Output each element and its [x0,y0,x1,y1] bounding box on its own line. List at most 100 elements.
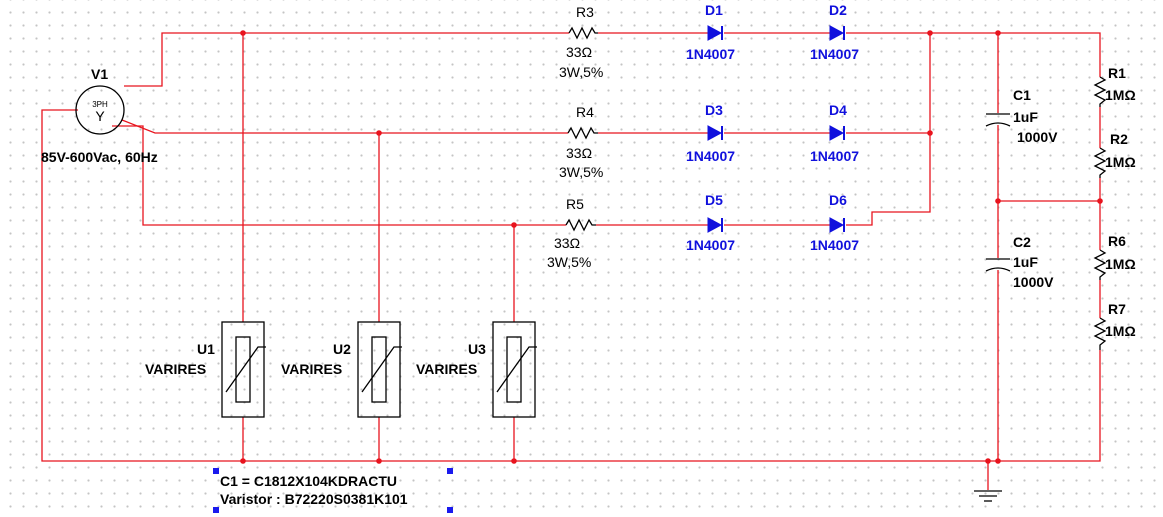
u1-ref: U1 [197,341,215,357]
source-symbol-text: 3PH [92,100,108,109]
diode-icon [829,125,845,141]
capacitor-plate-icon [985,122,1011,127]
varistor-u1[interactable]: U1 VARIRES [145,321,266,418]
resistor-zigzag-icon [1093,249,1107,280]
junction-dot [376,130,382,136]
c1-value: 1uF [1013,109,1038,125]
junction-dot [985,458,991,464]
diode-icon [707,125,723,141]
resistor-r4[interactable]: R4 33Ω 3W,5% [559,104,603,180]
d3-ref: D3 [705,102,723,118]
varistor-u3[interactable]: U3 VARIRES [416,321,537,418]
r7-ref: R7 [1108,301,1126,317]
source-connection-glyph: Y [95,108,105,124]
junction-dot [995,30,1001,36]
junction-dot [995,198,1001,204]
junction-dot [511,458,517,464]
junction-dot [927,130,933,136]
diode-d6[interactable]: D6 1N4007 [810,192,859,253]
junction-dot [1097,198,1103,204]
selection-handle[interactable] [213,468,219,474]
varistor-element-icon [371,336,387,403]
diode-d3[interactable]: D3 1N4007 [686,102,735,164]
varistor-u2[interactable]: U2 VARIRES [281,321,402,418]
resistor-zigzag-icon [1093,76,1107,107]
junction-dot [927,30,933,36]
junction-dot [511,222,517,228]
varistor-body-icon [221,321,265,418]
r2-ref: R2 [1110,131,1128,147]
wire-phase-c[interactable] [112,125,566,226]
note-line-2: Varistor : B72220S0381K101 [220,491,408,507]
selection-handle[interactable] [447,468,453,474]
wire-neutral[interactable] [41,109,1101,462]
capacitor-c2[interactable]: C2 1uF 1000V [985,234,1054,290]
u3-ref: U3 [468,341,486,357]
selection-handle[interactable] [447,507,453,513]
r1-value: 1MΩ [1105,87,1136,103]
resistor-r3[interactable]: R3 33Ω 3W,5% [559,4,603,80]
r6-value: 1MΩ [1105,256,1136,272]
r4-rating: 3W,5% [559,164,603,180]
d2-value: 1N4007 [810,46,859,62]
r7-value: 1MΩ [1105,323,1136,339]
varistor-diagonal-icon [361,346,402,393]
c2-value: 1uF [1013,254,1038,270]
capacitor-plate-icon [985,267,1011,272]
r4-value: 33Ω [566,145,592,161]
junction-dot [240,30,246,36]
capacitor-c1[interactable]: C1 1uF 1000V [985,87,1058,145]
selection-handle[interactable] [213,507,219,513]
r5-rating: 3W,5% [547,254,591,270]
u3-type: VARIRES [416,361,477,377]
junctions [240,30,1103,464]
note-textbox[interactable]: C1 = C1812X104KDRACTU Varistor : B72220S… [213,468,453,513]
source-value: 85V-600Vac, 60Hz [41,149,158,165]
resistor-r2[interactable]: R2 1MΩ [1093,131,1136,178]
wire-d6-bus[interactable] [846,33,931,226]
d5-value: 1N4007 [686,237,735,253]
varistor-diagonal-icon [496,346,537,393]
varistor-element-icon [506,336,522,403]
d1-value: 1N4007 [686,46,735,62]
varistor-diagonal-icon [225,346,266,393]
resistor-r5[interactable]: R5 33Ω 3W,5% [547,196,596,270]
junction-dot [376,458,382,464]
r3-value: 33Ω [566,44,592,60]
r1-ref: R1 [1108,65,1126,81]
varistor-element-icon [235,336,251,403]
r4-ref: R4 [576,104,594,120]
diode-d2[interactable]: D2 1N4007 [810,2,859,62]
r3-rating: 3W,5% [559,64,603,80]
resistor-r7[interactable]: R7 1MΩ [1093,301,1136,350]
ground-symbol[interactable] [974,490,1002,502]
diode-d1[interactable]: D1 1N4007 [686,2,735,62]
d4-value: 1N4007 [810,148,859,164]
resistor-zigzag-icon [565,218,596,232]
c1-voltage: 1000V [1017,129,1058,145]
r3-ref: R3 [576,4,594,20]
diode-icon [707,25,723,41]
wire-d2-bus[interactable] [846,32,1101,77]
d5-ref: D5 [705,192,723,208]
resistor-r6[interactable]: R6 1MΩ [1093,233,1136,280]
diode-d4[interactable]: D4 1N4007 [810,102,859,164]
junction-dot [995,458,1001,464]
diode-icon [829,217,845,233]
d4-ref: D4 [829,102,847,118]
resistor-zigzag-icon [567,126,598,140]
resistor-r1[interactable]: R1 1MΩ [1093,65,1136,107]
wire-phase-a[interactable] [124,32,569,87]
note-line-1: C1 = C1812X104KDRACTU [220,473,397,489]
u2-ref: U2 [333,341,351,357]
resistor-zigzag-icon [568,26,598,40]
diode-d5[interactable]: D5 1N4007 [686,192,735,253]
source-v1[interactable]: 3PH Y V1 85V-600Vac, 60Hz [41,66,158,165]
c2-ref: C2 [1013,234,1031,250]
d6-value: 1N4007 [810,237,859,253]
wire-phase-b[interactable] [121,119,568,134]
d6-ref: D6 [829,192,847,208]
resistor-zigzag-icon [1093,317,1107,350]
d1-ref: D1 [705,2,723,18]
